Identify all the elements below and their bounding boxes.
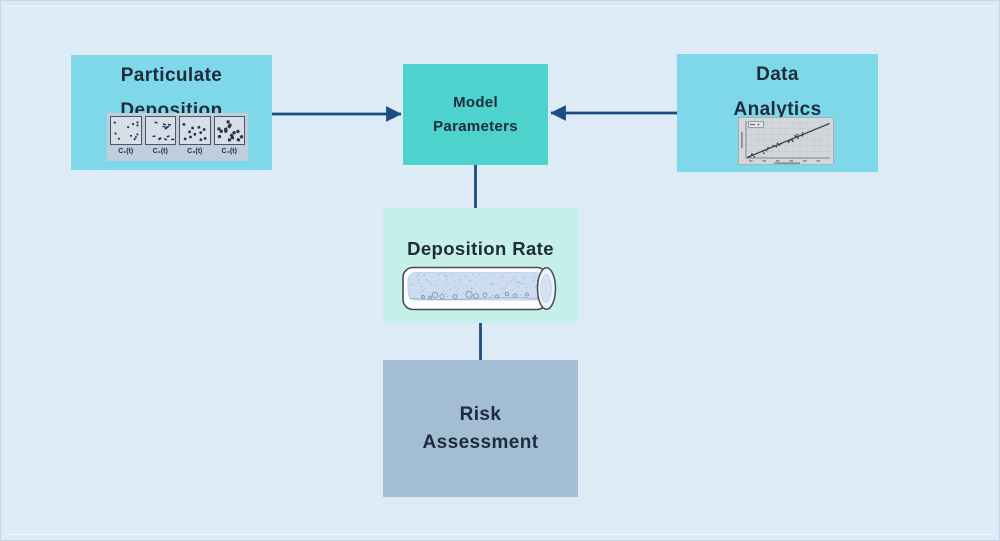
panel-label: C₄(t) — [221, 148, 237, 155]
particle-panel — [110, 116, 142, 145]
node-deposition-rate: Deposition Rate — [383, 208, 578, 323]
panel-label: C₂(t) — [152, 148, 168, 155]
deposition-tube-icon — [402, 266, 557, 311]
node-title-line: Analytics — [733, 99, 822, 120]
node-model-parameters: Model Parameters — [403, 64, 548, 165]
particle-panels-row — [110, 116, 245, 145]
particle-dots-icon — [151, 121, 174, 141]
particle-panels-strip: C₁(t) C₂(t) C₃(t) C₄(t) — [107, 113, 248, 161]
particle-panel — [179, 116, 211, 145]
particle-panel — [213, 116, 245, 145]
node-title-line: Assessment — [422, 431, 539, 453]
particle-panel-labels: C₁(t) C₂(t) C₃(t) C₄(t) — [110, 145, 245, 158]
scatter-plot-icon — [738, 117, 834, 165]
node-particulate-deposition: Particulate Deposition C₁(t) C₂(t) C₃(t)… — [71, 55, 272, 170]
node-risk-assessment: Risk Assessment — [383, 360, 578, 497]
node-title-line: Particulate — [120, 65, 223, 86]
node-title-line: Data — [756, 64, 799, 85]
node-title-line: Parameters — [433, 117, 518, 135]
panel-label: C₃(t) — [187, 148, 203, 155]
node-data-analytics: Data Analytics — [677, 54, 878, 172]
particle-dots-icon — [216, 120, 243, 142]
particle-dots-icon — [182, 122, 207, 142]
panel-label: C₁(t) — [118, 148, 134, 155]
particle-panel — [144, 116, 176, 145]
node-title-line: Risk — [459, 403, 502, 425]
node-title-line: Deposition Rate — [407, 238, 554, 259]
node-title-line: Model — [453, 93, 498, 111]
particle-dots-icon — [113, 121, 139, 141]
